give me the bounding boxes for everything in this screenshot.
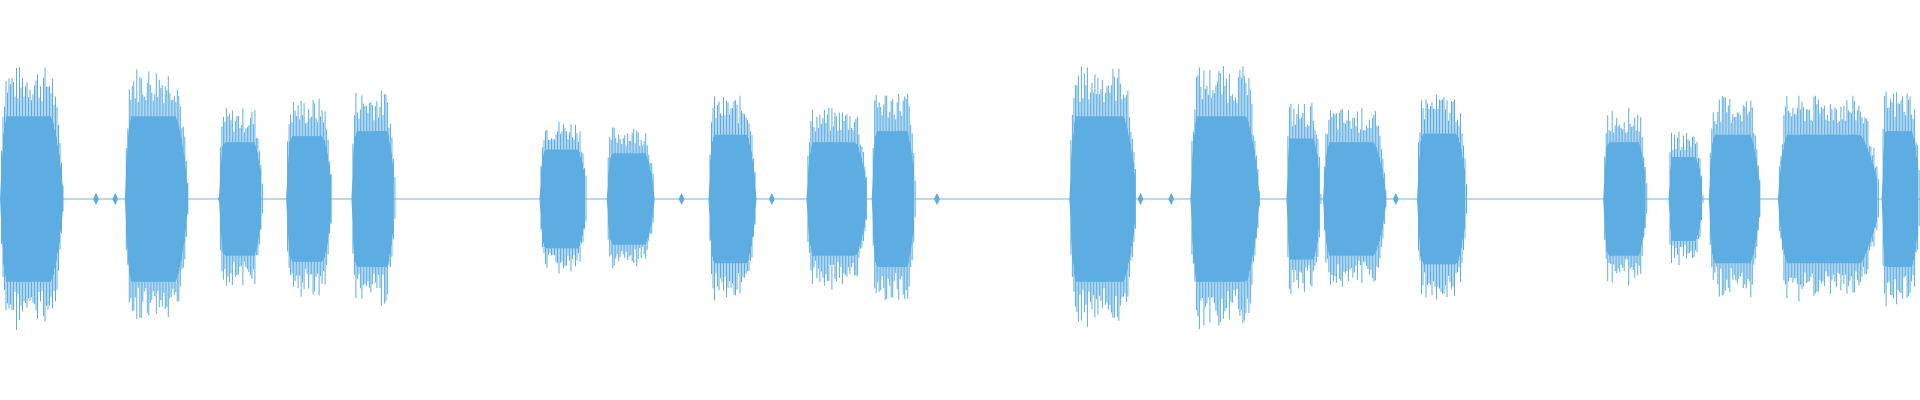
waveform-segment <box>351 90 396 306</box>
waveform-segment-core <box>1603 142 1646 256</box>
waveform-segment-core <box>1322 142 1386 256</box>
waveform-segment-core <box>1286 138 1320 260</box>
waveform-segment <box>1190 66 1260 329</box>
waveform-segment-core <box>351 131 394 267</box>
waveform-blip <box>1137 193 1144 205</box>
waveform-blip <box>93 193 99 205</box>
waveform-segment-core <box>539 149 585 249</box>
waveform-segment <box>1286 103 1322 294</box>
waveform-segment <box>0 67 64 330</box>
waveform-segment-core <box>708 134 757 264</box>
waveform-blip <box>112 193 119 205</box>
waveform-segment <box>1322 108 1387 287</box>
waveform-segment <box>806 108 867 290</box>
waveform-segment <box>1069 66 1136 328</box>
waveform-segment-core <box>1417 133 1465 265</box>
waveform-segment <box>1881 91 1920 307</box>
waveform-blip <box>1168 193 1175 205</box>
waveform-segment <box>539 121 587 274</box>
waveform-segment-core <box>1881 131 1918 267</box>
waveform-segment-core <box>1668 157 1702 241</box>
waveform-segment <box>1708 95 1761 298</box>
waveform-blip <box>768 193 775 205</box>
waveform-segment-core <box>124 116 188 282</box>
waveform-segment-core <box>606 153 655 245</box>
waveform-segment-core <box>286 136 332 262</box>
waveform-blip <box>678 193 685 205</box>
waveform-blip <box>933 193 940 205</box>
waveform-segment <box>1603 108 1648 286</box>
waveform-segment-core <box>0 116 63 282</box>
waveform-segment-core <box>218 142 261 256</box>
waveform-segment <box>218 108 263 286</box>
waveform-segment <box>1417 94 1467 300</box>
waveform-segment-core <box>1777 134 1877 264</box>
waveform-segment-core <box>806 142 867 256</box>
waveform-segment <box>124 69 189 319</box>
waveform-segments <box>0 66 1920 330</box>
waveform-blip <box>217 193 224 205</box>
waveform-segment <box>708 95 757 301</box>
waveform-segment <box>606 127 655 269</box>
waveform-segment <box>286 98 332 297</box>
waveform-segment-core <box>1708 134 1760 264</box>
waveform-segment-core <box>1069 116 1136 282</box>
waveform-segment <box>871 93 916 300</box>
waveform-segment-core <box>871 131 914 267</box>
waveform-segment <box>1777 95 1879 302</box>
waveform-segment <box>1668 131 1704 266</box>
waveform-blip <box>1392 193 1399 205</box>
waveform-segment-core <box>1190 116 1260 282</box>
